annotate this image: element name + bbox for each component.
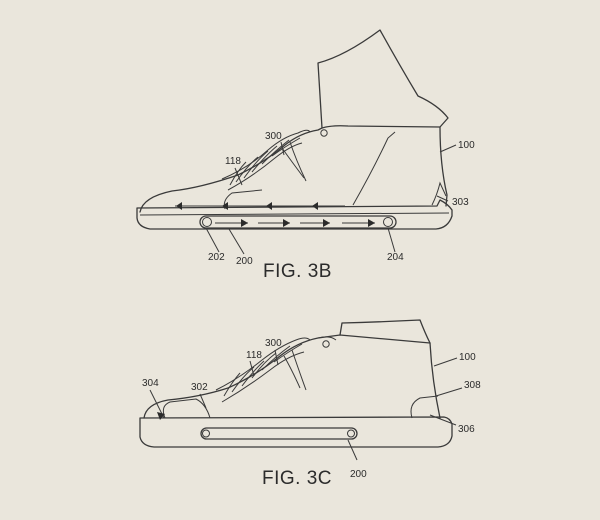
sole-3b [136,199,453,230]
lace-3c [215,337,311,403]
heel-counter-3b [352,131,396,206]
ref-118-3b: 118 [225,156,241,167]
ref-304-3c: 304 [142,378,159,389]
ref-200-3b: 200 [236,256,253,267]
figure-caption-3c: FIG. 3C [262,468,332,489]
shoe-upper-3c [143,334,441,419]
ref-118-3c: 118 [246,350,262,361]
sole-3c [139,416,453,448]
shoe-collar-3c [339,319,431,344]
ref-308-3c: 308 [464,380,481,391]
leader-lines-3c [149,349,463,461]
ref-300-3b: 300 [265,131,282,142]
shoe-collar-3b [317,29,449,129]
ref-300-3c: 300 [265,338,282,349]
tension-arrows-lower-3b [215,219,375,227]
ref-302-3c: 302 [191,382,208,393]
figure-3b: 100 118 300 303 202 200 204 FIG. 3B [136,29,475,282]
shoe-upper-3b [139,125,448,213]
figure-caption-3b: FIG. 3B [263,261,332,282]
toe-cap-3c [162,398,211,419]
figure-3c: 100 118 300 302 304 308 306 200 FIG. 3C [139,319,481,489]
ref-100-3b: 100 [458,140,475,151]
ref-202-3b: 202 [208,252,225,263]
ref-204-3b: 204 [387,252,404,263]
ref-200-3c: 200 [350,469,367,480]
lace-channel-3c [200,427,358,440]
ref-306-3c: 306 [458,424,475,435]
lace-channel-3b [199,215,397,229]
ref-100-3c: 100 [459,352,476,363]
heel-piece-3c [410,395,439,419]
ref-303-3b: 303 [452,197,469,208]
tension-arrows-upper-3b [175,202,345,210]
leader-lines-3b [205,141,457,255]
lace-3b [221,129,311,191]
